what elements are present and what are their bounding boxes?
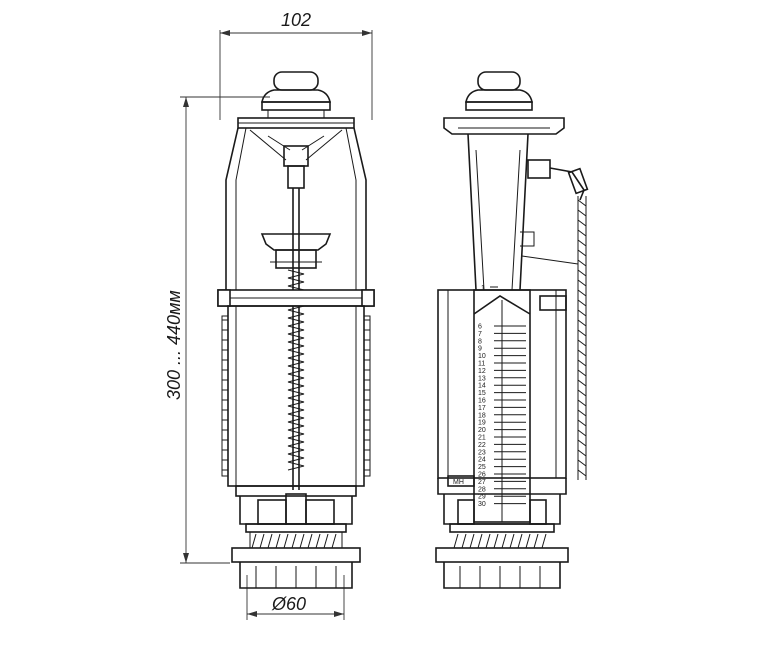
scale-mark-label: 20 bbox=[478, 427, 486, 434]
scale-mark-label: 16 bbox=[478, 398, 486, 405]
scale-top-label: 1 bbox=[481, 285, 485, 292]
scale-mark-label: 24 bbox=[478, 457, 486, 464]
height-label: 300 ... 440мм bbox=[164, 290, 184, 400]
scale-mark-label: 19 bbox=[478, 420, 486, 427]
push-button bbox=[261, 71, 331, 118]
left-view bbox=[217, 71, 375, 589]
scale-mark-label: 9 bbox=[478, 346, 482, 353]
scale-mark-label: 7 bbox=[478, 331, 482, 338]
scale-min-label: МН bbox=[453, 479, 464, 486]
scale-mark-label: 21 bbox=[478, 435, 486, 442]
width-label: 102 bbox=[281, 10, 311, 30]
right-view: 1 67891011121314151617181920212223242526… bbox=[435, 71, 589, 589]
diameter-label: Ø60 bbox=[271, 594, 306, 614]
scale-mark-label: 25 bbox=[478, 464, 486, 471]
scale-mark-label: 18 bbox=[478, 412, 486, 419]
scale-mark-label: 17 bbox=[478, 405, 486, 412]
scale-mark-label: 8 bbox=[478, 338, 482, 345]
scale-mark-label: 14 bbox=[478, 383, 486, 390]
scale-mark-label: 26 bbox=[478, 472, 486, 479]
scale-mark-label: 30 bbox=[478, 501, 486, 508]
scale-mark-label: 28 bbox=[478, 486, 486, 493]
dimension-width: 102 bbox=[219, 10, 373, 120]
scale-mark-label: 10 bbox=[478, 353, 486, 360]
scale-marks: 6789101112131415161718192021222324252627… bbox=[478, 324, 526, 508]
scale-mark-label: 13 bbox=[478, 375, 486, 382]
scale-mark-label: 29 bbox=[478, 494, 486, 501]
scale-mark-label: 23 bbox=[478, 449, 486, 456]
dimension-height: 300 ... 440мм bbox=[164, 96, 270, 564]
scale-mark-label: 6 bbox=[478, 324, 482, 331]
scale-mark-label: 15 bbox=[478, 390, 486, 397]
scale-mark-label: 22 bbox=[478, 442, 486, 449]
scale-mark-label: 11 bbox=[478, 361, 485, 368]
dimension-diameter: Ø60 bbox=[246, 575, 345, 620]
scale-mark-label: 12 bbox=[478, 368, 486, 375]
scale-mark-label: 27 bbox=[478, 479, 486, 486]
